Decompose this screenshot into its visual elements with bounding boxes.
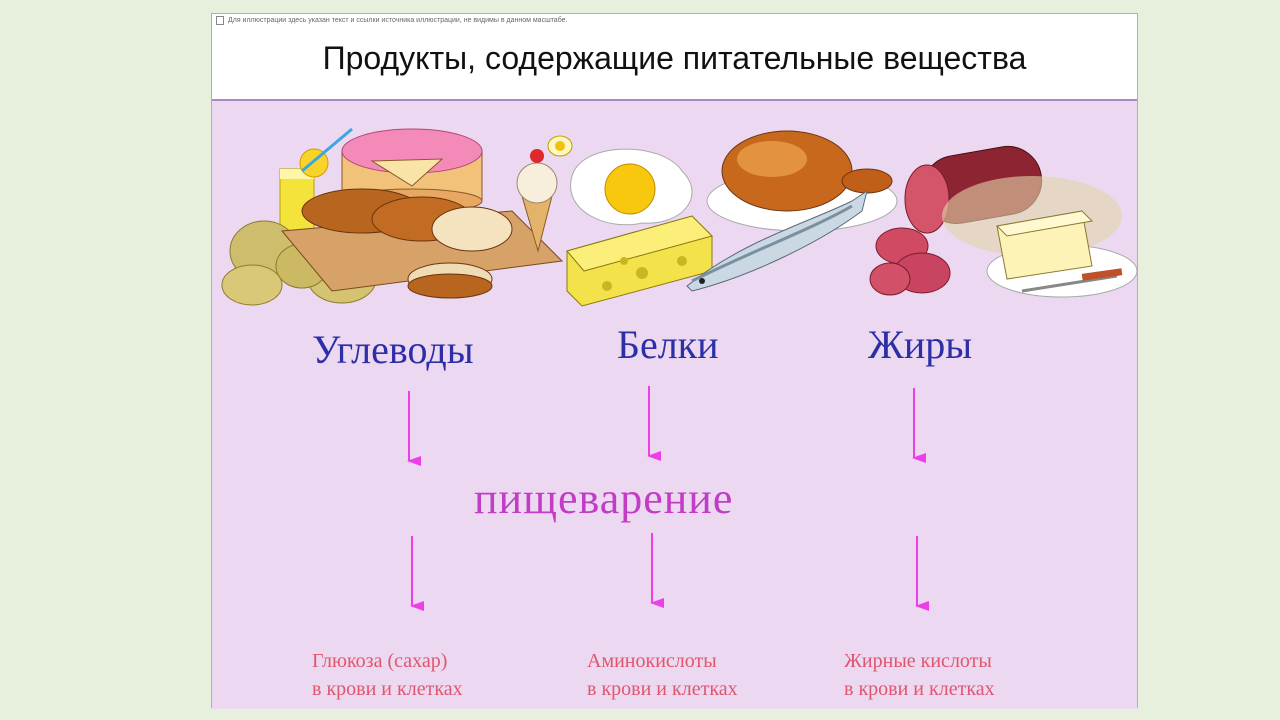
amino-acids-result-line1: Аминокислоты: [587, 647, 738, 675]
diagram-panel: Углеводы Белки Жиры пищеварение Глюкоз: [212, 99, 1137, 709]
flow-arrows: [212, 101, 1137, 709]
document-caption: Для иллюстрации здесь указан текст и ссы…: [228, 17, 567, 24]
glucose-result: Глюкоза (сахар) в крови и клетках: [312, 647, 463, 703]
digestion-label: пищеварение: [474, 473, 733, 524]
glucose-result-line1: Глюкоза (сахар): [312, 647, 463, 675]
fatty-acids-result-line2: в крови и клетках: [844, 675, 995, 703]
glucose-result-line2: в крови и клетках: [312, 675, 463, 703]
slide-title: Продукты, содержащие питательные веществ…: [212, 40, 1137, 77]
amino-acids-result: Аминокислоты в крови и клетках: [587, 647, 738, 703]
document-icon: [216, 16, 224, 25]
fatty-acids-result-line1: Жирные кислоты: [844, 647, 995, 675]
document-caption-bar: Для иллюстрации здесь указан текст и ссы…: [212, 14, 1137, 28]
amino-acids-result-line2: в крови и клетках: [587, 675, 738, 703]
slide: Для иллюстрации здесь указан текст и ссы…: [211, 13, 1138, 708]
fatty-acids-result: Жирные кислоты в крови и клетках: [844, 647, 995, 703]
